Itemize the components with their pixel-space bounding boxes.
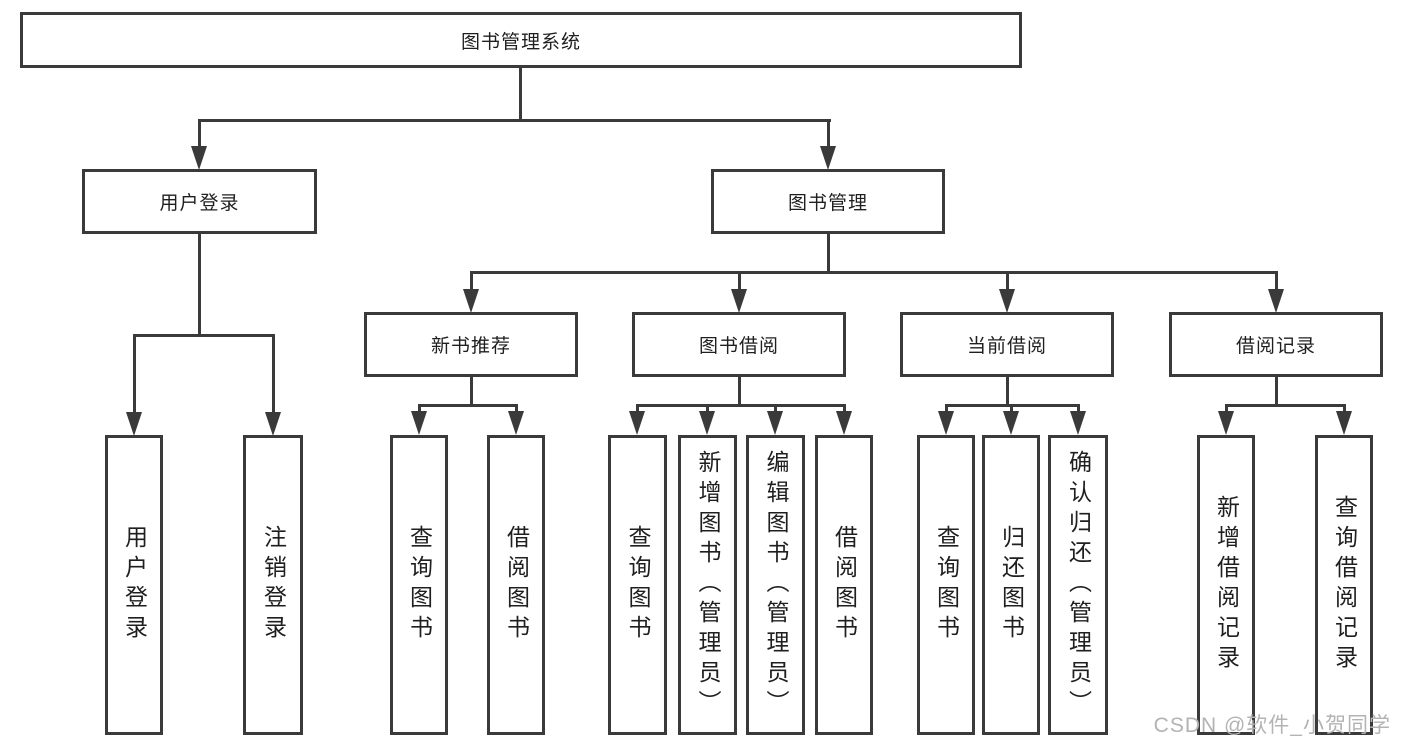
arrow-down-icon [820, 146, 836, 170]
leaf-borrow-query-books: 查询图书 [608, 435, 667, 735]
arrow-down-icon [767, 411, 783, 435]
edge-book-rail [470, 271, 1278, 274]
leaf-current-confirm-return-admin: 确认归还（管理员） [1048, 435, 1108, 735]
arrow-down-icon [411, 411, 427, 435]
arrow-down-icon [463, 289, 479, 313]
leaf-current-query-books: 查询图书 [917, 435, 975, 735]
edge-to-leaf-logout [272, 334, 275, 414]
arrow-down-icon [1268, 289, 1284, 313]
leaf-newbook-query-books: 查询图书 [390, 435, 448, 735]
arrow-down-icon [126, 412, 142, 436]
edge-g3-leaf1 [1225, 404, 1228, 416]
edge-g1-leaf3 [774, 404, 777, 416]
edge-g3-rail [1225, 404, 1345, 407]
arrow-down-icon [629, 411, 645, 435]
node-borrowing-records: 借阅记录 [1169, 312, 1383, 377]
edge-to-book-management [827, 119, 830, 149]
arrow-down-icon [265, 412, 281, 436]
leaf-borrow-edit-book-admin: 编辑图书（管理员） [746, 435, 805, 735]
edge-g2-stem [1006, 375, 1009, 407]
arrow-down-icon [836, 411, 852, 435]
edge-g0-rail [418, 404, 518, 407]
arrow-down-icon [191, 146, 207, 170]
edge-g2-leaf3 [1077, 404, 1080, 416]
leaf-records-add-record: 新增借阅记录 [1197, 435, 1255, 735]
edge-g0-leaf1 [418, 404, 421, 416]
edge-to-leaf-user-login [133, 334, 136, 414]
node-root-system: 图书管理系统 [20, 12, 1022, 68]
edge-to-new-book [470, 271, 473, 293]
arrow-down-icon [1336, 411, 1352, 435]
node-book-borrowing: 图书借阅 [632, 312, 846, 377]
edge-to-book-borrowing [738, 271, 741, 293]
edge-to-current-borrowing [1006, 271, 1009, 293]
leaf-borrow-add-book-admin: 新增图书（管理员） [678, 435, 737, 735]
edge-g1-rail [636, 404, 846, 407]
edge-g0-leaf2 [515, 404, 518, 416]
leaf-records-query-record: 查询借阅记录 [1315, 435, 1373, 735]
edge-g1-leaf2 [706, 404, 709, 416]
leaf-logout: 注销登录 [243, 435, 303, 735]
node-user-login-module: 用户登录 [82, 169, 317, 234]
edge-user-rail [133, 334, 275, 337]
leaf-current-return-books: 归还图书 [982, 435, 1040, 735]
node-new-book-recommend: 新书推荐 [364, 312, 578, 377]
arrow-down-icon [1003, 411, 1019, 435]
arrow-down-icon [731, 289, 747, 313]
arrow-down-icon [999, 289, 1015, 313]
edge-user-stem [198, 234, 201, 337]
edge-g2-leaf1 [945, 404, 948, 416]
edge-book-stem [827, 234, 830, 274]
csdn-watermark: CSDN @软件_小贺同学 [1153, 714, 1391, 737]
leaf-newbook-borrow-books: 借阅图书 [487, 435, 545, 735]
edge-g2-leaf2 [1010, 404, 1013, 416]
arrow-down-icon [508, 411, 524, 435]
node-current-borrowing: 当前借阅 [900, 312, 1114, 377]
edge-root-stem [519, 66, 522, 122]
arrow-down-icon [1070, 411, 1086, 435]
edge-to-user-login [198, 119, 201, 149]
arrow-down-icon [699, 411, 715, 435]
edge-to-borrowing-records [1275, 271, 1278, 293]
edge-g1-leaf1 [636, 404, 639, 416]
arrow-down-icon [938, 411, 954, 435]
node-book-management-module: 图书管理 [711, 169, 945, 234]
leaf-borrow-borrow-books: 借阅图书 [815, 435, 873, 735]
edge-root-rail [198, 119, 831, 122]
edge-g3-leaf2 [1343, 404, 1346, 416]
edge-g1-stem [738, 375, 741, 407]
edge-g3-stem [1275, 375, 1278, 407]
edge-g0-stem [470, 375, 473, 407]
edge-g1-leaf4 [843, 404, 846, 416]
leaf-user-login: 用户登录 [105, 435, 163, 735]
arrow-down-icon [1218, 411, 1234, 435]
